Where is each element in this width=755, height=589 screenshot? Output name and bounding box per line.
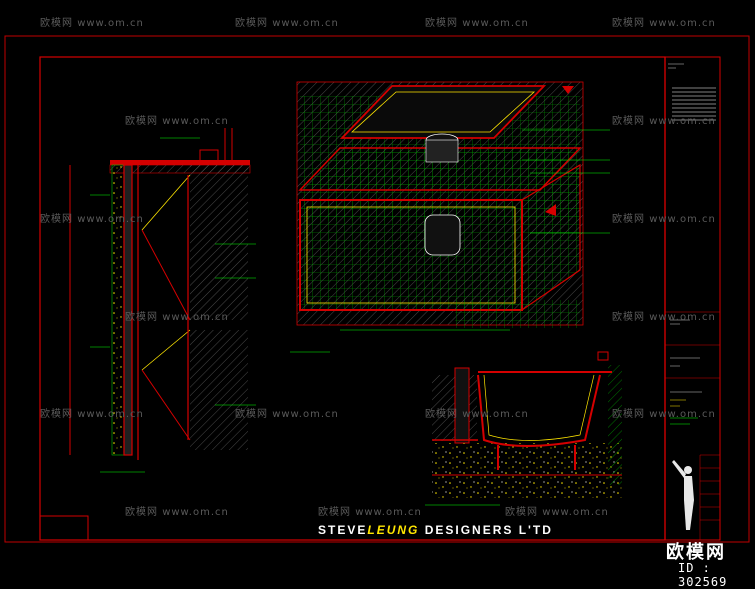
center-section-view bbox=[290, 81, 610, 353]
stamp-box bbox=[39, 515, 89, 541]
watermark: 欧模网 www.om.cn bbox=[318, 507, 422, 518]
bathtub-section-view bbox=[425, 351, 622, 506]
watermark: 欧模网 www.om.cn bbox=[235, 18, 339, 29]
watermark: 欧模网 www.om.cn bbox=[612, 18, 716, 29]
watermark: 欧模网 www.om.cn bbox=[125, 312, 229, 323]
title-block bbox=[665, 63, 720, 540]
designer-brand-label: STEVELEUNG DESIGNERS L'TD bbox=[318, 523, 553, 537]
watermark: 欧模网 www.om.cn bbox=[125, 507, 229, 518]
watermark: 欧模网 www.om.cn bbox=[612, 214, 716, 225]
watermark: 欧模网 www.om.cn bbox=[612, 312, 716, 323]
watermark: 欧模网 www.om.cn bbox=[235, 409, 339, 420]
watermark: 欧模网 www.om.cn bbox=[125, 116, 229, 127]
left-section-view bbox=[69, 128, 256, 473]
watermark: 欧模网 www.om.cn bbox=[505, 507, 609, 518]
watermark: 欧模网 www.om.cn bbox=[40, 214, 144, 225]
outer-frame bbox=[4, 35, 750, 543]
title-block-frame bbox=[664, 56, 721, 541]
site-logo-text: 欧模网 bbox=[666, 542, 726, 563]
silhouette-logo-icon bbox=[672, 460, 694, 530]
watermark: 欧模网 www.om.cn bbox=[425, 409, 529, 420]
watermark: 欧模网 www.om.cn bbox=[612, 409, 716, 420]
watermark: 欧模网 www.om.cn bbox=[612, 116, 716, 127]
watermark: 欧模网 www.om.cn bbox=[40, 409, 144, 420]
watermark: 欧模网 www.om.cn bbox=[425, 18, 529, 29]
watermark: 欧模网 www.om.cn bbox=[40, 18, 144, 29]
model-id-label: ID : 302569 bbox=[678, 561, 728, 589]
